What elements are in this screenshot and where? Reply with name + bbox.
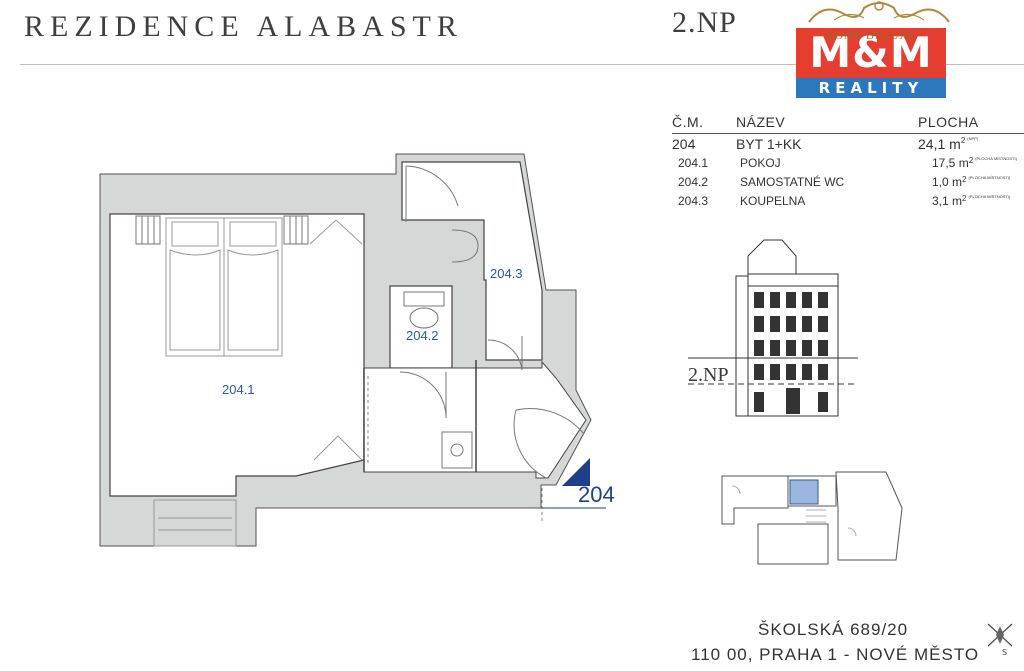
room-area: 1,0 m2(PLOCHA MÍSTNOSTI) — [932, 175, 1010, 189]
room-name: KOUPELNA — [740, 194, 806, 208]
hall-floor — [363, 360, 587, 479]
room-area-sup: 2 — [968, 156, 974, 165]
header-name: NÁZEV — [736, 114, 786, 130]
unit-area-note: (NPP) — [967, 136, 979, 141]
header-divider — [20, 64, 1024, 65]
logo-subtitle: HOME DELUXE — [825, 30, 917, 42]
logo-mark: M&M — [796, 28, 946, 78]
facade-drawing — [688, 239, 858, 417]
unit-area-sup: 2 — [960, 136, 966, 145]
entry-arrow-icon — [562, 458, 590, 486]
door-swings — [399, 165, 585, 479]
room-area-sup: 2 — [962, 175, 967, 184]
room-area-value: 1,0 m — [932, 175, 963, 189]
room-id: 204.3 — [678, 194, 709, 208]
unit-area: 24,1 m2(NPP) — [918, 136, 978, 152]
compass-letter: S — [1002, 648, 1007, 656]
room-id: 204.2 — [678, 175, 709, 189]
room-label-204-1: 204.1 — [222, 382, 255, 397]
table-divider — [672, 133, 1024, 134]
header-id: Č.M. — [672, 114, 704, 130]
table-row: 204.1 POKOJ 17,5 m2(PLOCHA MÍSTNOSTI) — [672, 156, 1024, 175]
room-label-204-2: 204.2 — [406, 328, 439, 343]
room-area: 3,1 m2(PLOCHA MÍSTNOSTI) — [932, 194, 1010, 208]
room-area-value: 3,1 m — [932, 194, 963, 208]
unit-area-value: 24,1 m — [918, 136, 961, 152]
room-id: 204.1 — [678, 156, 709, 170]
room-area-note: (PLOCHA MÍSTNOSTI) — [975, 156, 1017, 161]
room-area-sup: 2 — [962, 194, 967, 203]
header-area: PLOCHA — [918, 114, 979, 130]
room-204-3-floor — [401, 161, 543, 361]
compass-icon: S — [987, 623, 1013, 656]
floor-plan — [99, 153, 606, 547]
area-table: Č.M. NÁZEV PLOCHA 204 BYT 1+KK 24,1 m2(N… — [672, 114, 1024, 213]
radiators — [135, 215, 309, 245]
facade-floor-label: 2.NP — [688, 364, 729, 386]
room-area-note: (PLOCHA MÍSTNOSTI) — [968, 194, 1011, 199]
unit-label: 204 — [578, 482, 615, 507]
table-row-unit: 204 BYT 1+KK 24,1 m2(NPP) — [672, 136, 1024, 156]
room-name: POKOJ — [740, 156, 781, 170]
window-recesses — [153, 219, 363, 547]
table-row: 204.3 KOUPELNA 3,1 m2(PLOCHA MÍSTNOSTI) — [672, 194, 1024, 213]
double-bed — [165, 217, 283, 357]
project-title: REZIDENCE ALABASTR — [24, 10, 463, 43]
table-header: Č.M. NÁZEV PLOCHA — [672, 114, 1024, 132]
room-204-2-floor — [389, 285, 453, 369]
site-plan — [721, 471, 903, 565]
room-name: SAMOSTATNÉ WC — [740, 175, 845, 189]
room-204-1-floor — [109, 213, 365, 497]
unit-id: 204 — [672, 136, 696, 152]
floor-label: 2.NP — [672, 6, 737, 39]
table-row: 204.2 SAMOSTATNÉ WC 1,0 m2(PLOCHA MÍSTNO… — [672, 175, 1024, 194]
address-street: ŠKOLSKÁ 689/20 — [758, 620, 909, 639]
logo-brand: REALITY — [796, 78, 946, 98]
crown-ornament-icon — [808, 1, 950, 23]
room-area-value: 17,5 m — [932, 156, 969, 170]
address-city: 110 00, PRAHA 1 - NOVÉ MĚSTO — [691, 645, 980, 664]
brand-logo: M&M HOME DELUXE REALITY — [796, 0, 950, 98]
unit-name: BYT 1+KK — [736, 136, 802, 152]
room-area: 17,5 m2(PLOCHA MÍSTNOSTI) — [932, 156, 1017, 170]
room-label-204-3: 204.3 — [490, 266, 523, 281]
room-area-note: (PLOCHA MÍSTNOSTI) — [968, 175, 1011, 180]
fixtures — [403, 229, 479, 469]
